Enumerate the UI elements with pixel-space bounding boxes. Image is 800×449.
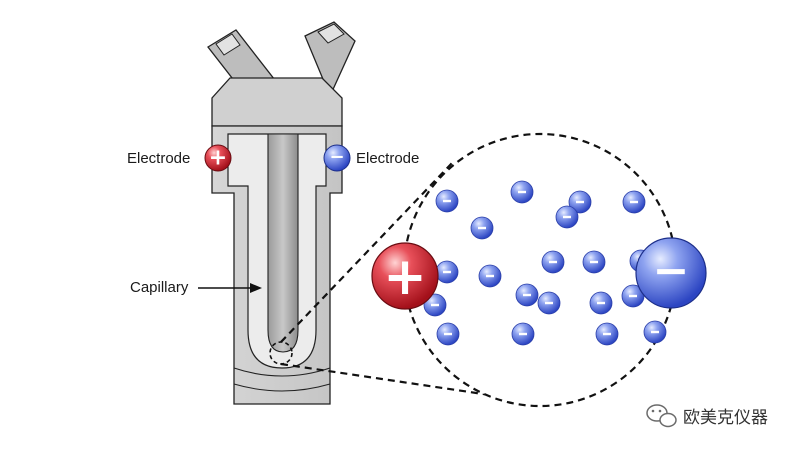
negative-ion	[470, 216, 494, 240]
negative-ion	[436, 322, 460, 346]
capillary-label: Capillary	[130, 279, 189, 296]
minus-symbol	[651, 330, 659, 334]
negative-ion	[511, 322, 535, 346]
minus-symbol	[519, 332, 527, 336]
zoom-connector-top	[280, 162, 453, 343]
negative-ion	[515, 283, 539, 307]
negative-ion	[510, 180, 534, 204]
minus-symbol	[603, 332, 611, 336]
reservoir-line	[233, 383, 331, 392]
negative-ion	[537, 291, 561, 315]
minus-symbol	[523, 293, 531, 297]
minus-symbol	[518, 190, 526, 194]
watermark-text: 欧美克仪器	[683, 408, 768, 428]
minus-symbol: −	[329, 147, 344, 168]
negative-ion	[568, 190, 592, 214]
negative-electrode-small: −	[323, 144, 351, 172]
negative-ion	[555, 205, 579, 229]
zoom-connector-bottom	[280, 362, 511, 400]
negative-ion	[541, 250, 565, 274]
minus-symbol	[630, 200, 638, 204]
minus-symbol	[563, 215, 571, 219]
device-head	[211, 77, 343, 127]
positive-electrode-large: +	[371, 242, 439, 310]
magnified-view: + −	[371, 132, 707, 408]
plus-symbol: +	[209, 146, 227, 171]
minus-symbol	[444, 332, 452, 336]
minus-symbol	[629, 294, 637, 298]
negative-electrode-large: −	[635, 237, 707, 309]
negative-ion	[595, 322, 619, 346]
negative-ion	[435, 260, 459, 284]
capillary-device	[207, 21, 356, 405]
minus-symbol	[590, 260, 598, 264]
watermark: 欧美克仪器	[646, 404, 768, 428]
negative-ion	[622, 190, 646, 214]
negative-ion	[589, 291, 613, 315]
minus-symbol	[431, 303, 439, 307]
negative-ion	[643, 320, 667, 344]
minus-symbol	[597, 301, 605, 305]
minus-symbol	[576, 200, 584, 204]
minus-symbol	[486, 274, 494, 278]
wechat-icon	[646, 404, 677, 428]
minus-symbol	[549, 260, 557, 264]
capillary-pointer-arrow	[198, 283, 262, 293]
minus-symbol	[545, 301, 553, 305]
electrode-positive-label: Electrode	[127, 150, 190, 167]
minus-symbol	[443, 270, 451, 274]
electrode-negative-label: Electrode	[356, 150, 419, 167]
minus-symbol	[478, 226, 486, 230]
negative-ion	[582, 250, 606, 274]
negative-ion	[435, 189, 459, 213]
right-inlet-port	[304, 21, 356, 98]
positive-electrode-small: +	[204, 144, 232, 172]
plus-symbol: +	[383, 247, 427, 307]
minus-symbol	[443, 199, 451, 203]
capillary-tube	[267, 133, 299, 353]
negative-ions	[405, 180, 667, 346]
negative-ion	[478, 264, 502, 288]
negative-ion	[423, 293, 447, 317]
minus-symbol: −	[653, 246, 690, 297]
